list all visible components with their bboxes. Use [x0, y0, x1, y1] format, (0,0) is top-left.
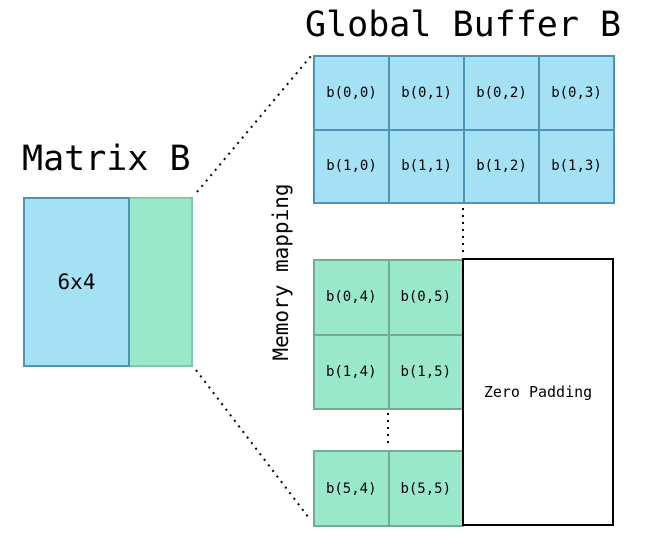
buffer-cell-b12: b(1,2) — [464, 129, 539, 203]
global-buffer-green-tail-row: b(5,4) b(5,5) — [313, 450, 464, 527]
buffer-cell-b04: b(0,4) — [314, 260, 389, 335]
buffer-cell-b05: b(0,5) — [388, 260, 463, 335]
buffer-cell-b13: b(1,3) — [539, 129, 614, 203]
dotted-line-matrix-to-green-tail — [195, 369, 310, 519]
buffer-cell-b10: b(1,0) — [314, 129, 389, 203]
buffer-cell-b00: b(0,0) — [314, 56, 389, 130]
matrix-b-stored-region: 6x4 — [23, 197, 130, 367]
matrix-b-rectangle: 6x4 — [23, 197, 193, 367]
buffer-cell-b54: b(5,4) — [314, 451, 389, 526]
memory-mapping-label: Memory mapping — [269, 183, 293, 361]
global-buffer-green-grid: b(0,4) b(0,5) b(1,4) b(1,5) — [313, 259, 464, 410]
global-buffer-title: Global Buffer B — [305, 5, 622, 45]
zero-padding-box: Zero Padding — [462, 258, 614, 526]
global-buffer-blue-grid: b(0,0) b(0,1) b(0,2) b(0,3) b(1,0) b(1,1… — [313, 55, 615, 204]
buffer-cell-b15: b(1,5) — [388, 334, 463, 409]
matrix-b-padded-region — [128, 197, 193, 367]
buffer-cell-b03: b(0,3) — [539, 56, 614, 130]
buffer-cell-b11: b(1,1) — [389, 129, 464, 203]
buffer-cell-b55: b(5,5) — [388, 451, 463, 526]
matrix-b-title: Matrix B — [22, 139, 191, 179]
buffer-cell-b02: b(0,2) — [464, 56, 539, 130]
buffer-cell-b14: b(1,4) — [314, 334, 389, 409]
zero-padding-label: Zero Padding — [483, 383, 593, 401]
buffer-cell-b01: b(0,1) — [389, 56, 464, 130]
dotted-line-matrix-to-blue-grid — [196, 55, 312, 193]
matrix-size-label: 6x4 — [57, 270, 96, 294]
